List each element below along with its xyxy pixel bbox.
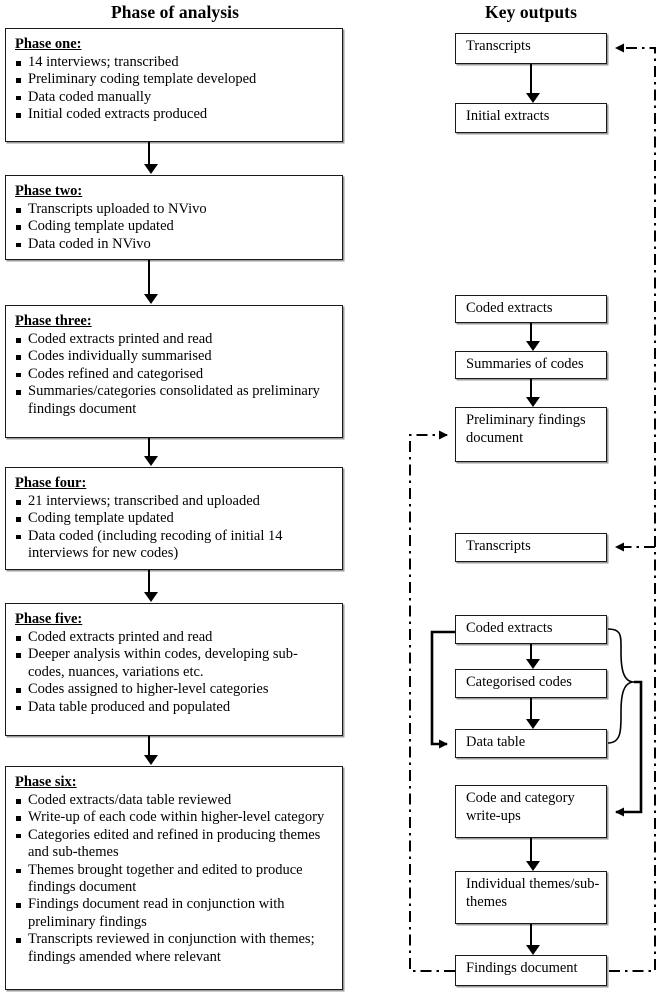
list-item: Themes brought together and edited to pr… [15, 862, 334, 897]
feedback-line-findings-to-preliminary-findings [409, 430, 455, 972]
connector-coded-extracts-to-data-table [430, 630, 455, 749]
list-item: Coding template updated [15, 218, 334, 235]
phase-title: Phase six: [15, 774, 77, 790]
output-box-findings-document: Findings document [455, 955, 607, 986]
list-item: Coded extracts printed and read [15, 629, 334, 646]
arrow-phase-five-to-phase-six [143, 736, 158, 765]
arrow-phase-one-to-phase-two [143, 142, 158, 174]
list-item: Coding template updated [15, 510, 334, 527]
phase-bullet-list: Coded extracts printed and read Deeper a… [15, 629, 334, 716]
phase-title: Phase four: [15, 475, 87, 491]
list-item: Data coded (including recoding of initia… [15, 528, 334, 563]
list-item: Coded extracts printed and read [15, 331, 334, 348]
arrow-phase-four-to-phase-five [143, 570, 158, 602]
phase-box-phase-three: Phase three: Coded extracts printed and … [5, 305, 343, 438]
arrow-individual-themes-to-findings-document [525, 924, 540, 955]
output-box-transcripts-2: Transcripts [455, 533, 607, 562]
phase-box-phase-four: Phase four: 21 interviews; transcribed a… [5, 467, 343, 570]
phase-box-phase-six: Phase six: Coded extracts/data table rev… [5, 766, 343, 990]
feedback-line-findings-to-transcripts [609, 43, 656, 972]
output-box-summaries-of-codes: Summaries of codes [455, 351, 607, 379]
column-heading-key-outputs: Key outputs [484, 2, 578, 22]
output-box-categorised-codes: Categorised codes [455, 669, 607, 698]
arrow-phase-two-to-phase-three [143, 260, 158, 304]
output-box-initial-extracts: Initial extracts [455, 103, 607, 133]
arrow-coded-extracts-to-categorised-codes [525, 644, 540, 669]
list-item: Codes assigned to higher-level categorie… [15, 681, 334, 698]
phase-box-phase-one: Phase one: 14 interviews; transcribed Pr… [5, 28, 343, 142]
list-item: Data table produced and populated [15, 699, 334, 716]
list-item: Initial coded extracts produced [15, 106, 334, 123]
list-item: Coded extracts/data table reviewed [15, 792, 334, 809]
output-box-transcripts-1: Transcripts [455, 33, 607, 64]
phase-bullet-list: Coded extracts printed and read Codes in… [15, 331, 334, 418]
list-item: Categories edited and refined in produci… [15, 827, 334, 862]
phase-bullet-list: 21 interviews; transcribed and uploaded … [15, 493, 334, 563]
arrow-write-ups-to-individual-themes [525, 838, 540, 871]
output-box-data-table: Data table [455, 729, 607, 758]
phase-title: Phase three: [15, 313, 92, 329]
list-item: Deeper analysis within codes, developing… [15, 646, 334, 681]
list-item: 14 interviews; transcribed [15, 54, 334, 71]
phase-bullet-list: Coded extracts/data table reviewed Write… [15, 792, 334, 966]
output-box-coded-extracts-2: Coded extracts [455, 615, 607, 644]
arrow-summaries-to-preliminary-findings [525, 379, 540, 407]
output-box-individual-themes-sub-themes: Individual themes/sub-themes [455, 871, 607, 924]
arrow-transcripts-to-initial-extracts [525, 64, 540, 103]
output-box-preliminary-findings-document: Preliminary findings document [455, 407, 607, 462]
list-item: Transcripts uploaded to NVivo [15, 201, 334, 218]
phase-box-phase-five: Phase five: Coded extracts printed and r… [5, 603, 343, 736]
list-item: Codes refined and categorised [15, 366, 334, 383]
phase-title: Phase five: [15, 611, 83, 627]
connector-brace-to-write-ups [615, 680, 643, 817]
phase-bullet-list: Transcripts uploaded to NVivo Coding tem… [15, 201, 334, 253]
list-item: Data coded in NVivo [15, 236, 334, 253]
output-box-coded-extracts-1: Coded extracts [455, 295, 607, 323]
list-item: Write-up of each code within higher-leve… [15, 809, 334, 826]
list-item: Transcripts reviewed in conjunction with… [15, 931, 334, 966]
list-item: 21 interviews; transcribed and uploaded [15, 493, 334, 510]
arrow-categorised-codes-to-data-table [525, 698, 540, 729]
phase-box-phase-two: Phase two: Transcripts uploaded to NVivo… [5, 175, 343, 260]
arrow-phase-three-to-phase-four [143, 438, 158, 466]
column-heading-phase-of-analysis: Phase of analysis [110, 2, 240, 22]
list-item: Preliminary coding template developed [15, 71, 334, 88]
phase-bullet-list: 14 interviews; transcribed Preliminary c… [15, 54, 334, 124]
list-item: Findings document read in conjunction wi… [15, 896, 334, 931]
output-box-code-and-category-write-ups: Code and category write-ups [455, 785, 607, 838]
arrow-coded-extracts-to-summaries [525, 323, 540, 351]
phase-title: Phase one: [15, 36, 82, 52]
brace-coded-extracts-and-data-table [607, 628, 635, 744]
list-item: Codes individually summarised [15, 348, 334, 365]
phase-title: Phase two: [15, 183, 83, 199]
list-item: Summaries/categories consolidated as pre… [15, 383, 334, 418]
list-item: Data coded manually [15, 89, 334, 106]
